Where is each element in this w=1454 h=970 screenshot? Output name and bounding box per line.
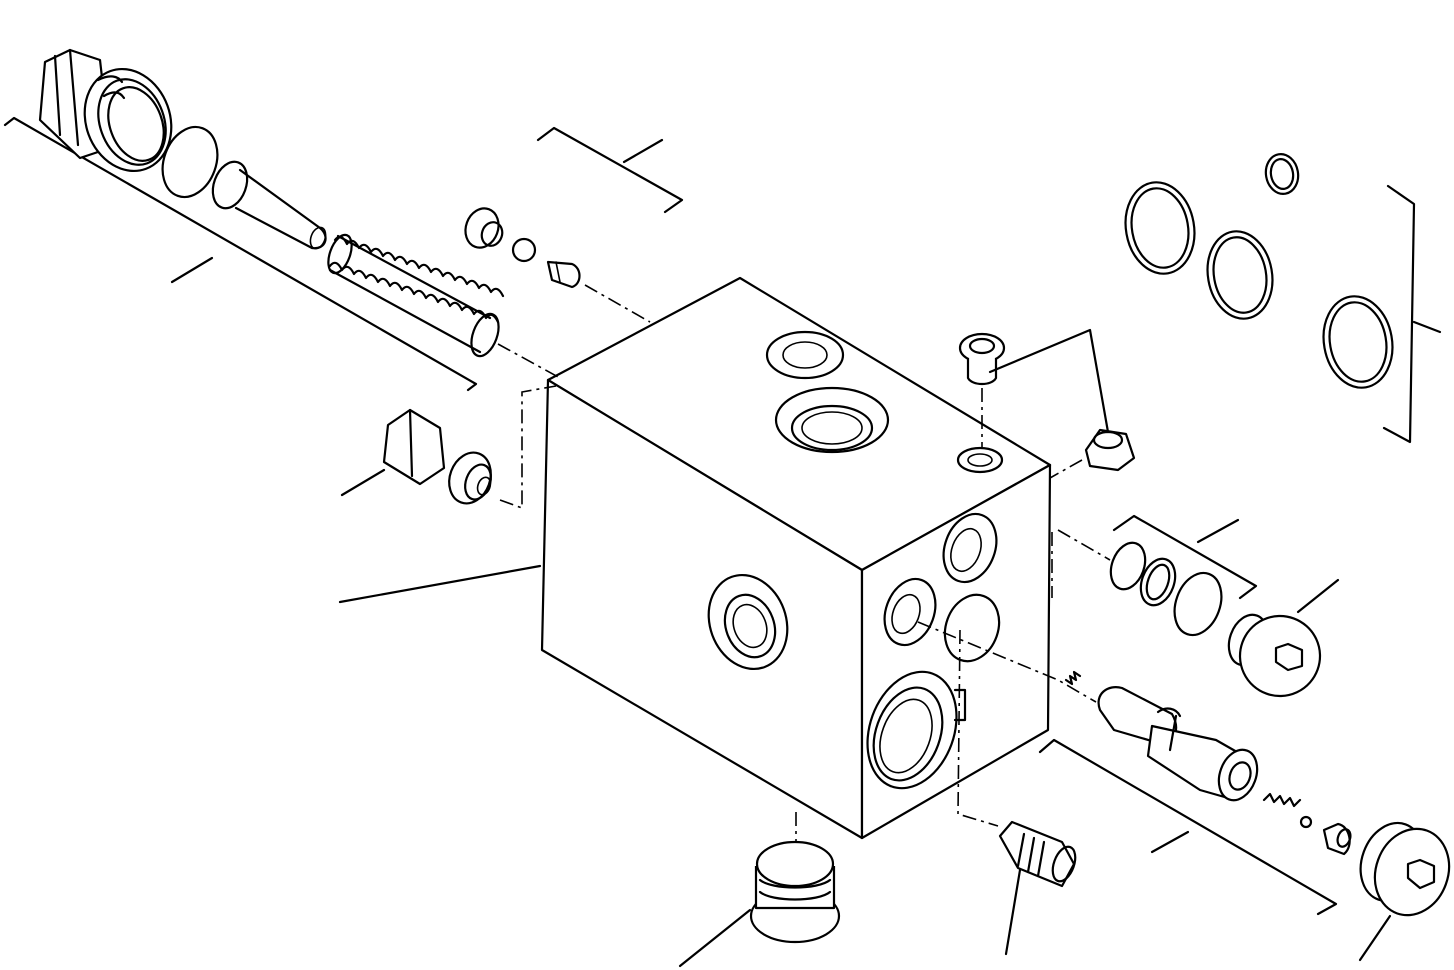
spool-assembly-bracket bbox=[1038, 738, 1338, 916]
leader-check-valve-plug bbox=[340, 468, 386, 497]
bottom-plug bbox=[749, 840, 841, 944]
top-hex-plug bbox=[958, 332, 1006, 386]
leader-bottom-screw-plug bbox=[1004, 868, 1022, 956]
small-spring bbox=[1064, 670, 1302, 808]
centerline-bottom-screw bbox=[957, 629, 999, 827]
pilot-group-bracket bbox=[536, 126, 684, 214]
relief-valve-poppet bbox=[211, 160, 327, 250]
seal-kit-bracket bbox=[1112, 514, 1258, 600]
bottom-screw-plug bbox=[998, 820, 1077, 888]
leader-lower-right-plug bbox=[1358, 914, 1392, 962]
leader-hex-plugs bbox=[988, 328, 1110, 434]
relief-valve-group-bracket bbox=[3, 116, 478, 392]
centerline-side-hex bbox=[1049, 459, 1083, 479]
seal-kit bbox=[1109, 541, 1223, 637]
front-plug bbox=[1227, 613, 1322, 698]
leader-front-plug bbox=[1296, 578, 1340, 614]
check-valve-plug bbox=[382, 408, 492, 505]
centerline-spring bbox=[497, 343, 561, 379]
relief-valve-spring bbox=[327, 233, 505, 358]
o-ring-set bbox=[1124, 153, 1394, 389]
small-ball bbox=[1299, 815, 1313, 829]
small-seat bbox=[1322, 822, 1352, 856]
lower-right-plug bbox=[1359, 821, 1451, 917]
leader-bottom-plug bbox=[678, 908, 752, 968]
relief-valve-cartridge bbox=[38, 48, 173, 173]
centerline-pilot bbox=[584, 284, 651, 323]
valve-block bbox=[540, 276, 1052, 840]
spool-assembly bbox=[1097, 686, 1259, 802]
relief-valve-o-ring bbox=[161, 125, 219, 199]
o-ring-set-bracket bbox=[1382, 184, 1442, 444]
pilot-seat bbox=[546, 260, 581, 289]
side-hex-plug bbox=[1084, 428, 1136, 472]
centerline-check-plug bbox=[499, 385, 557, 510]
centerline-seal-kit bbox=[1057, 529, 1111, 561]
leader-valve-block bbox=[338, 564, 542, 604]
pilot-ball bbox=[511, 237, 537, 263]
pilot-plug bbox=[464, 207, 504, 249]
